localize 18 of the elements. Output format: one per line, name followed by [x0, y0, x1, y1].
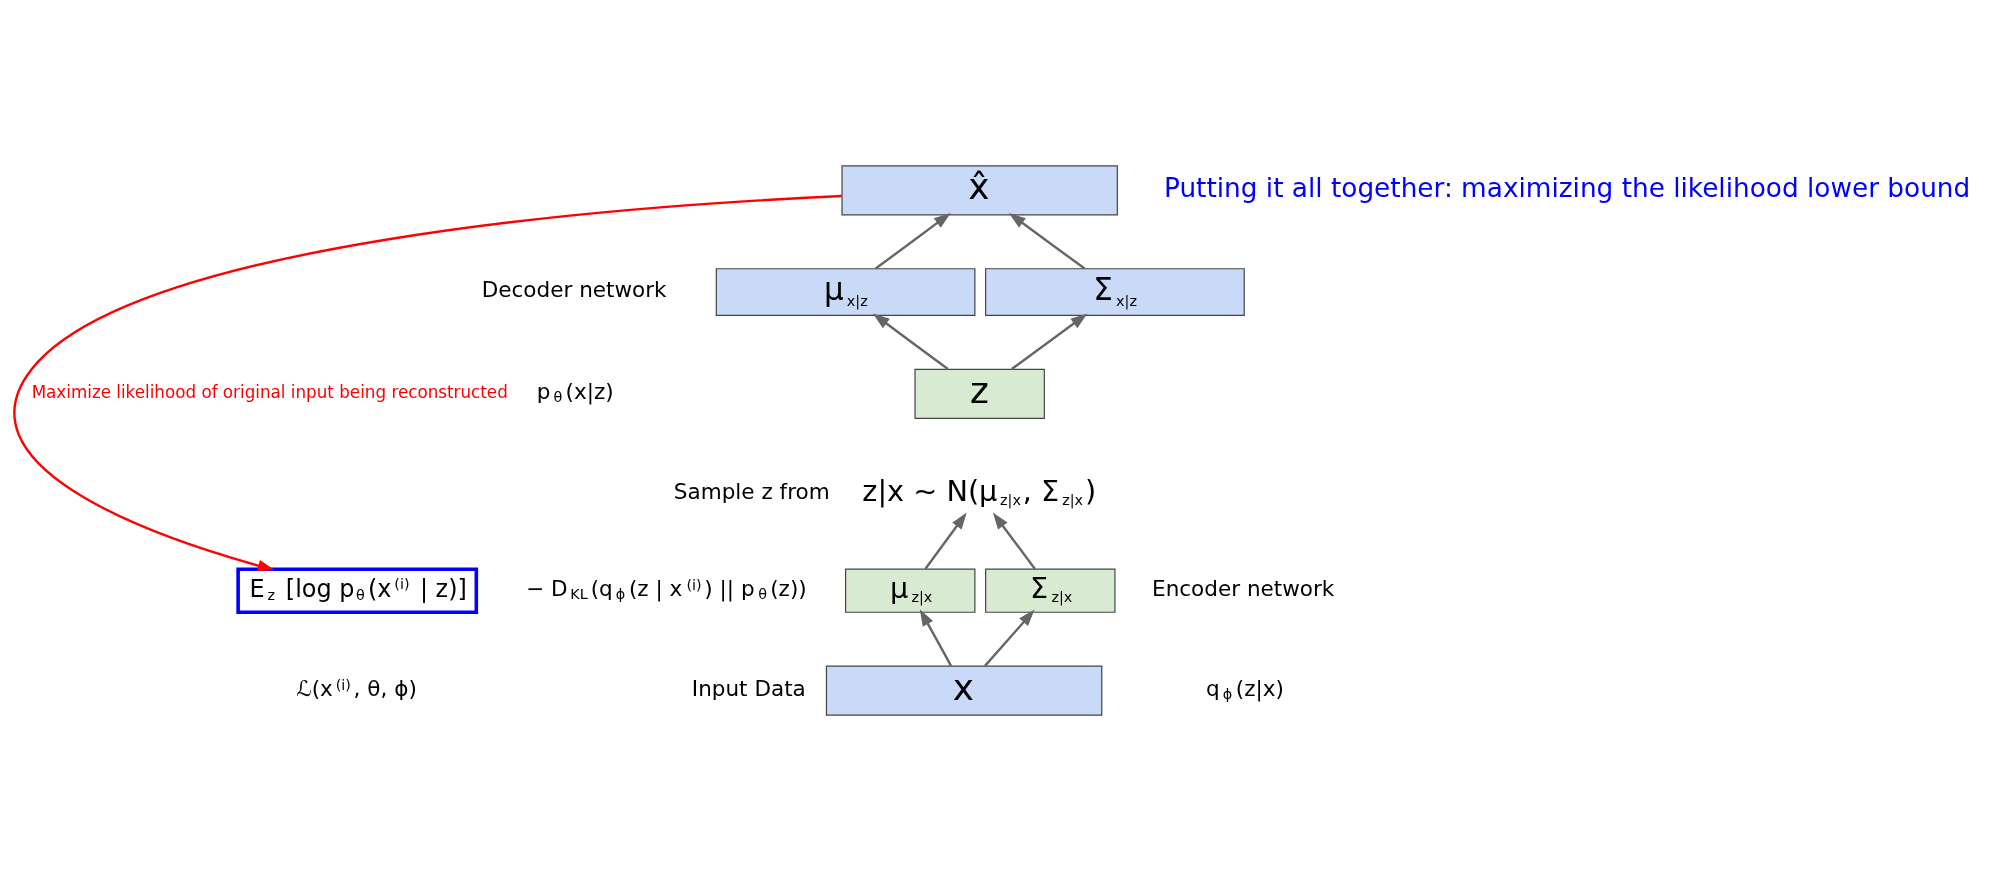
node-box: x: [825, 665, 1102, 716]
arrow: [12, 194, 842, 571]
label: Decoder network: [481, 276, 667, 302]
arrow: [923, 512, 967, 570]
arrow: [874, 212, 951, 270]
label: Putting it all together: maximizing the likelihood lower bound: [1163, 172, 1970, 203]
node-label: Input Data: [691, 675, 806, 701]
arrow: [992, 512, 1036, 570]
node-box: z: [913, 368, 1045, 419]
edge-label: Maximize likelihood of original input being reconstructed: [31, 381, 508, 402]
node-box: x̂: [840, 164, 1118, 215]
arrow: [1008, 212, 1085, 270]
arrow: [872, 312, 949, 370]
label: Encoder network: [1151, 575, 1334, 601]
node-label: Sample z from: [673, 478, 830, 504]
arrow: [1010, 312, 1087, 370]
arrow: [983, 609, 1035, 667]
arrow: [919, 608, 952, 666]
